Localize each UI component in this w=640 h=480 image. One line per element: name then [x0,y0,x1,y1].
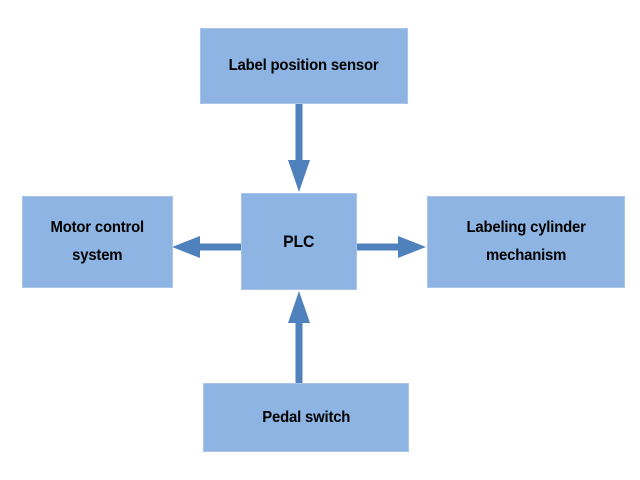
arrow-plc-to-motor [172,236,241,258]
node-label-position-sensor: Label position sensor [200,28,408,104]
node-motor-control-system: Motor control system [22,196,173,288]
node-labeling-cylinder-mechanism-text: Labeling cylinder mechanism [466,219,586,264]
arrow-pedal-to-plc [288,291,310,383]
node-pedal-switch: Pedal switch [203,383,409,452]
node-motor-control-system-text: Motor control system [50,219,145,264]
node-plc: PLC [241,193,357,290]
node-label-position-sensor-text: Label position sensor [229,57,379,74]
node-pedal-switch-text: Pedal switch [262,408,350,426]
arrow-plc-to-cylinder [357,236,426,258]
arrow-sensor-to-plc [288,104,310,192]
node-labeling-cylinder-mechanism: Labeling cylinder mechanism [427,196,625,288]
node-plc-text: PLC [283,231,315,251]
